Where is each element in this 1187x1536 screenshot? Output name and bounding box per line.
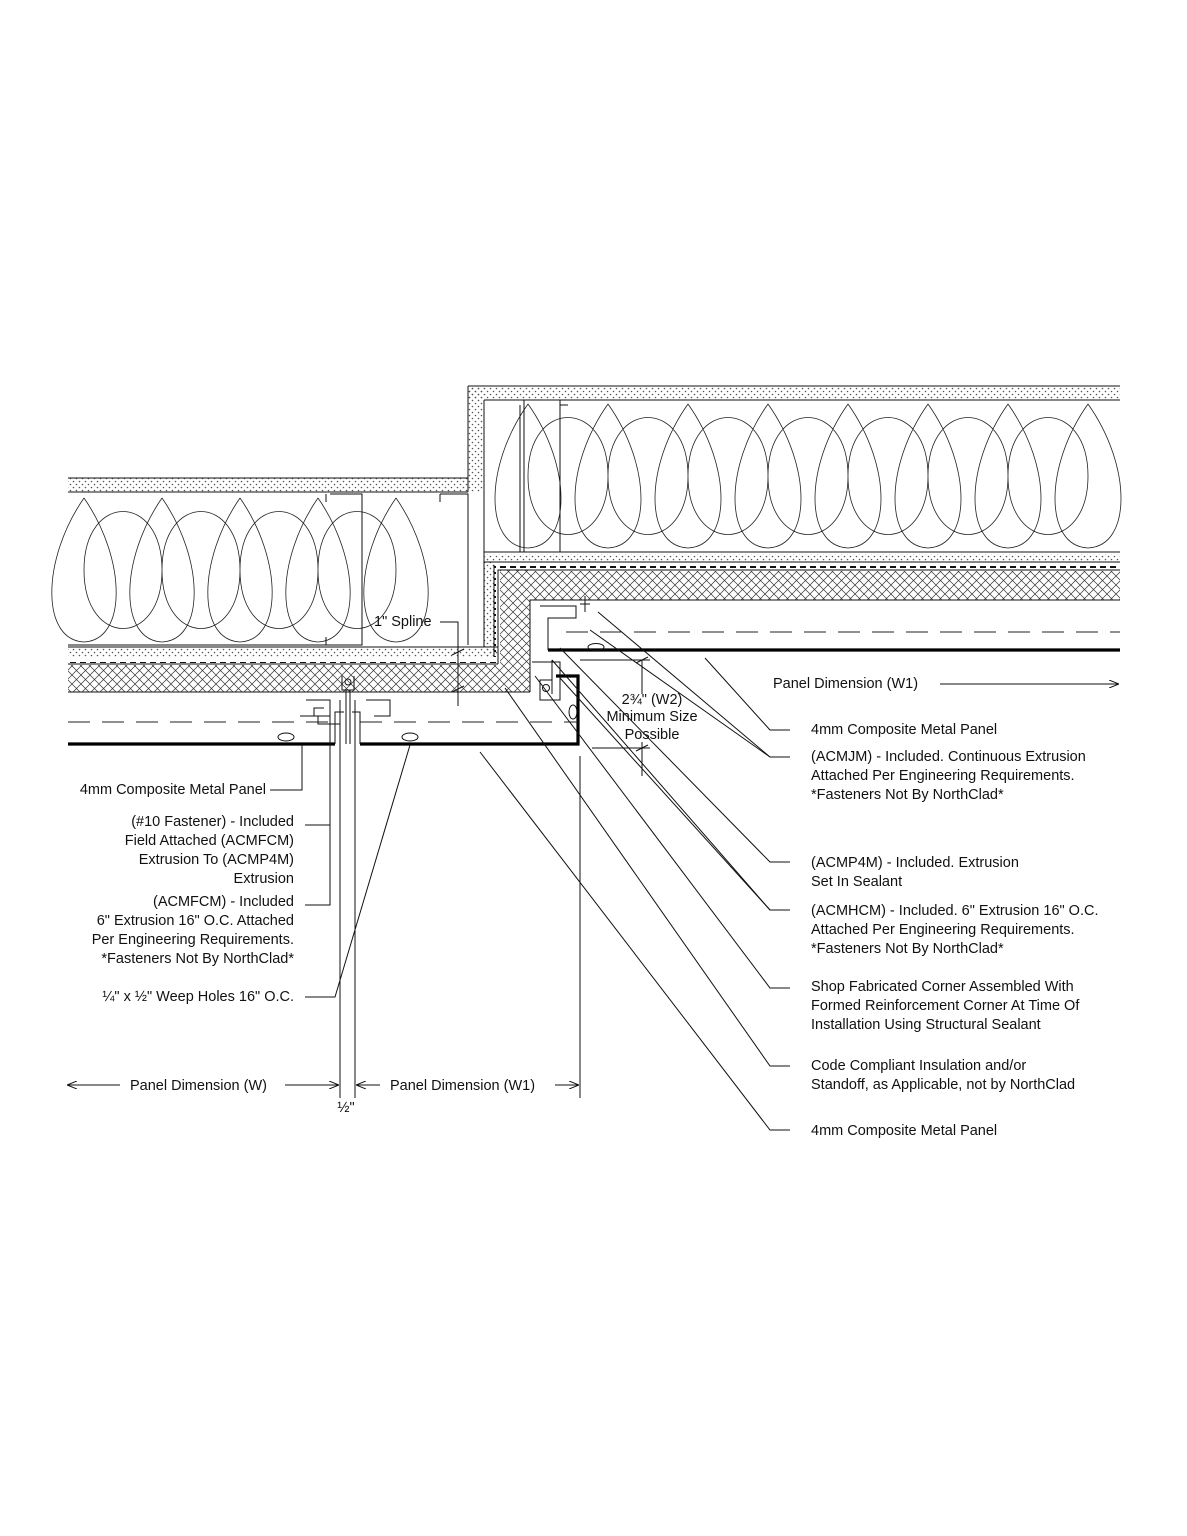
left-insulation <box>51 497 429 646</box>
right-callout-panel-bottom: 4mm Composite Metal Panel <box>811 1123 997 1139</box>
dimension-labels: 1" Spline Panel Dimension (W1) 2¾" (W2) … <box>130 614 918 1116</box>
right-callout-corner-1: Shop Fabricated Corner Assembled With <box>811 979 1074 995</box>
right-callout-acmhcm-1: (ACMHCM) - Included. 6" Extrusion 16" O.… <box>811 903 1099 919</box>
batt-loops <box>494 403 1122 549</box>
right-callout-panel-top: 4mm Composite Metal Panel <box>811 722 997 738</box>
right-sheathing <box>484 554 1120 600</box>
left-leaders <box>270 705 411 998</box>
right-callout-insulation-2: Standoff, as Applicable, not by NorthCla… <box>811 1077 1075 1093</box>
left-callout-fastener-1: (#10 Fastener) - Included <box>131 814 294 830</box>
right-callout-acmjm-3: *Fasteners Not By NorthClad* <box>811 787 1004 803</box>
panel-dim-w-label: Panel Dimension (W) <box>130 1078 267 1094</box>
studs <box>325 399 568 646</box>
right-callout-insulation-1: Code Compliant Insulation and/or <box>811 1058 1026 1074</box>
half-inch-label: ½" <box>337 1100 354 1116</box>
w2-label-line1: 2¾" (W2) <box>622 692 683 708</box>
right-callout-corner-3: Installation Using Structural Sealant <box>811 1017 1041 1033</box>
right-callout-acmjm-1: (ACMJM) - Included. Continuous Extrusion <box>811 749 1086 765</box>
w2-label-line2: Minimum Size <box>606 709 697 725</box>
right-callouts: 4mm Composite Metal Panel (ACMJM) - Incl… <box>811 722 1099 1139</box>
panel-dim-w1-bottom-label: Panel Dimension (W1) <box>390 1078 535 1094</box>
left-callout-acmfcm-4: *Fasteners Not By NorthClad* <box>101 951 294 967</box>
spline-label: 1" Spline <box>374 614 432 630</box>
left-callout-acmfcm-3: Per Engineering Requirements. <box>92 932 294 948</box>
left-sheathing <box>68 646 530 693</box>
panel-dim-w1-top-label: Panel Dimension (W1) <box>773 676 918 692</box>
dimensions <box>68 621 1118 1098</box>
step-substrate-band <box>468 386 484 492</box>
right-insulation <box>484 403 1122 553</box>
right-callout-acmp4m-1: (ACMP4M) - Included. Extrusion <box>811 855 1019 871</box>
right-substrate-band <box>468 386 1120 400</box>
right-leaders <box>479 611 790 1131</box>
right-callout-acmjm-2: Attached Per Engineering Requirements. <box>811 768 1075 784</box>
left-callout-acmfcm-2: 6" Extrusion 16" O.C. Attached <box>97 913 294 929</box>
right-callout-acmhcm-2: Attached Per Engineering Requirements. <box>811 922 1075 938</box>
left-callout-fastener-3: Extrusion To (ACMP4M) <box>139 852 294 868</box>
left-callouts: 4mm Composite Metal Panel (#10 Fastener)… <box>80 782 295 1005</box>
batt-loops <box>51 497 429 643</box>
left-substrate-band <box>68 478 468 492</box>
left-callout-weep-holes: ¼" x ½" Weep Holes 16" O.C. <box>102 989 294 1005</box>
left-callout-fastener-4: Extrusion <box>234 871 294 887</box>
left-callout-acmfcm-1: (ACMFCM) - Included <box>153 894 294 910</box>
right-callout-corner-2: Formed Reinforcement Corner At Time Of <box>811 998 1080 1014</box>
left-callout-panel: 4mm Composite Metal Panel <box>80 782 266 798</box>
right-callout-acmhcm-3: *Fasteners Not By NorthClad* <box>811 941 1004 957</box>
wall-assembly <box>51 385 1122 693</box>
right-callout-acmp4m-2: Set In Sealant <box>811 874 902 890</box>
left-composite-panel <box>68 674 580 746</box>
left-callout-fastener-2: Field Attached (ACMFCM) <box>125 833 294 849</box>
w2-label-line3: Possible <box>625 727 680 743</box>
